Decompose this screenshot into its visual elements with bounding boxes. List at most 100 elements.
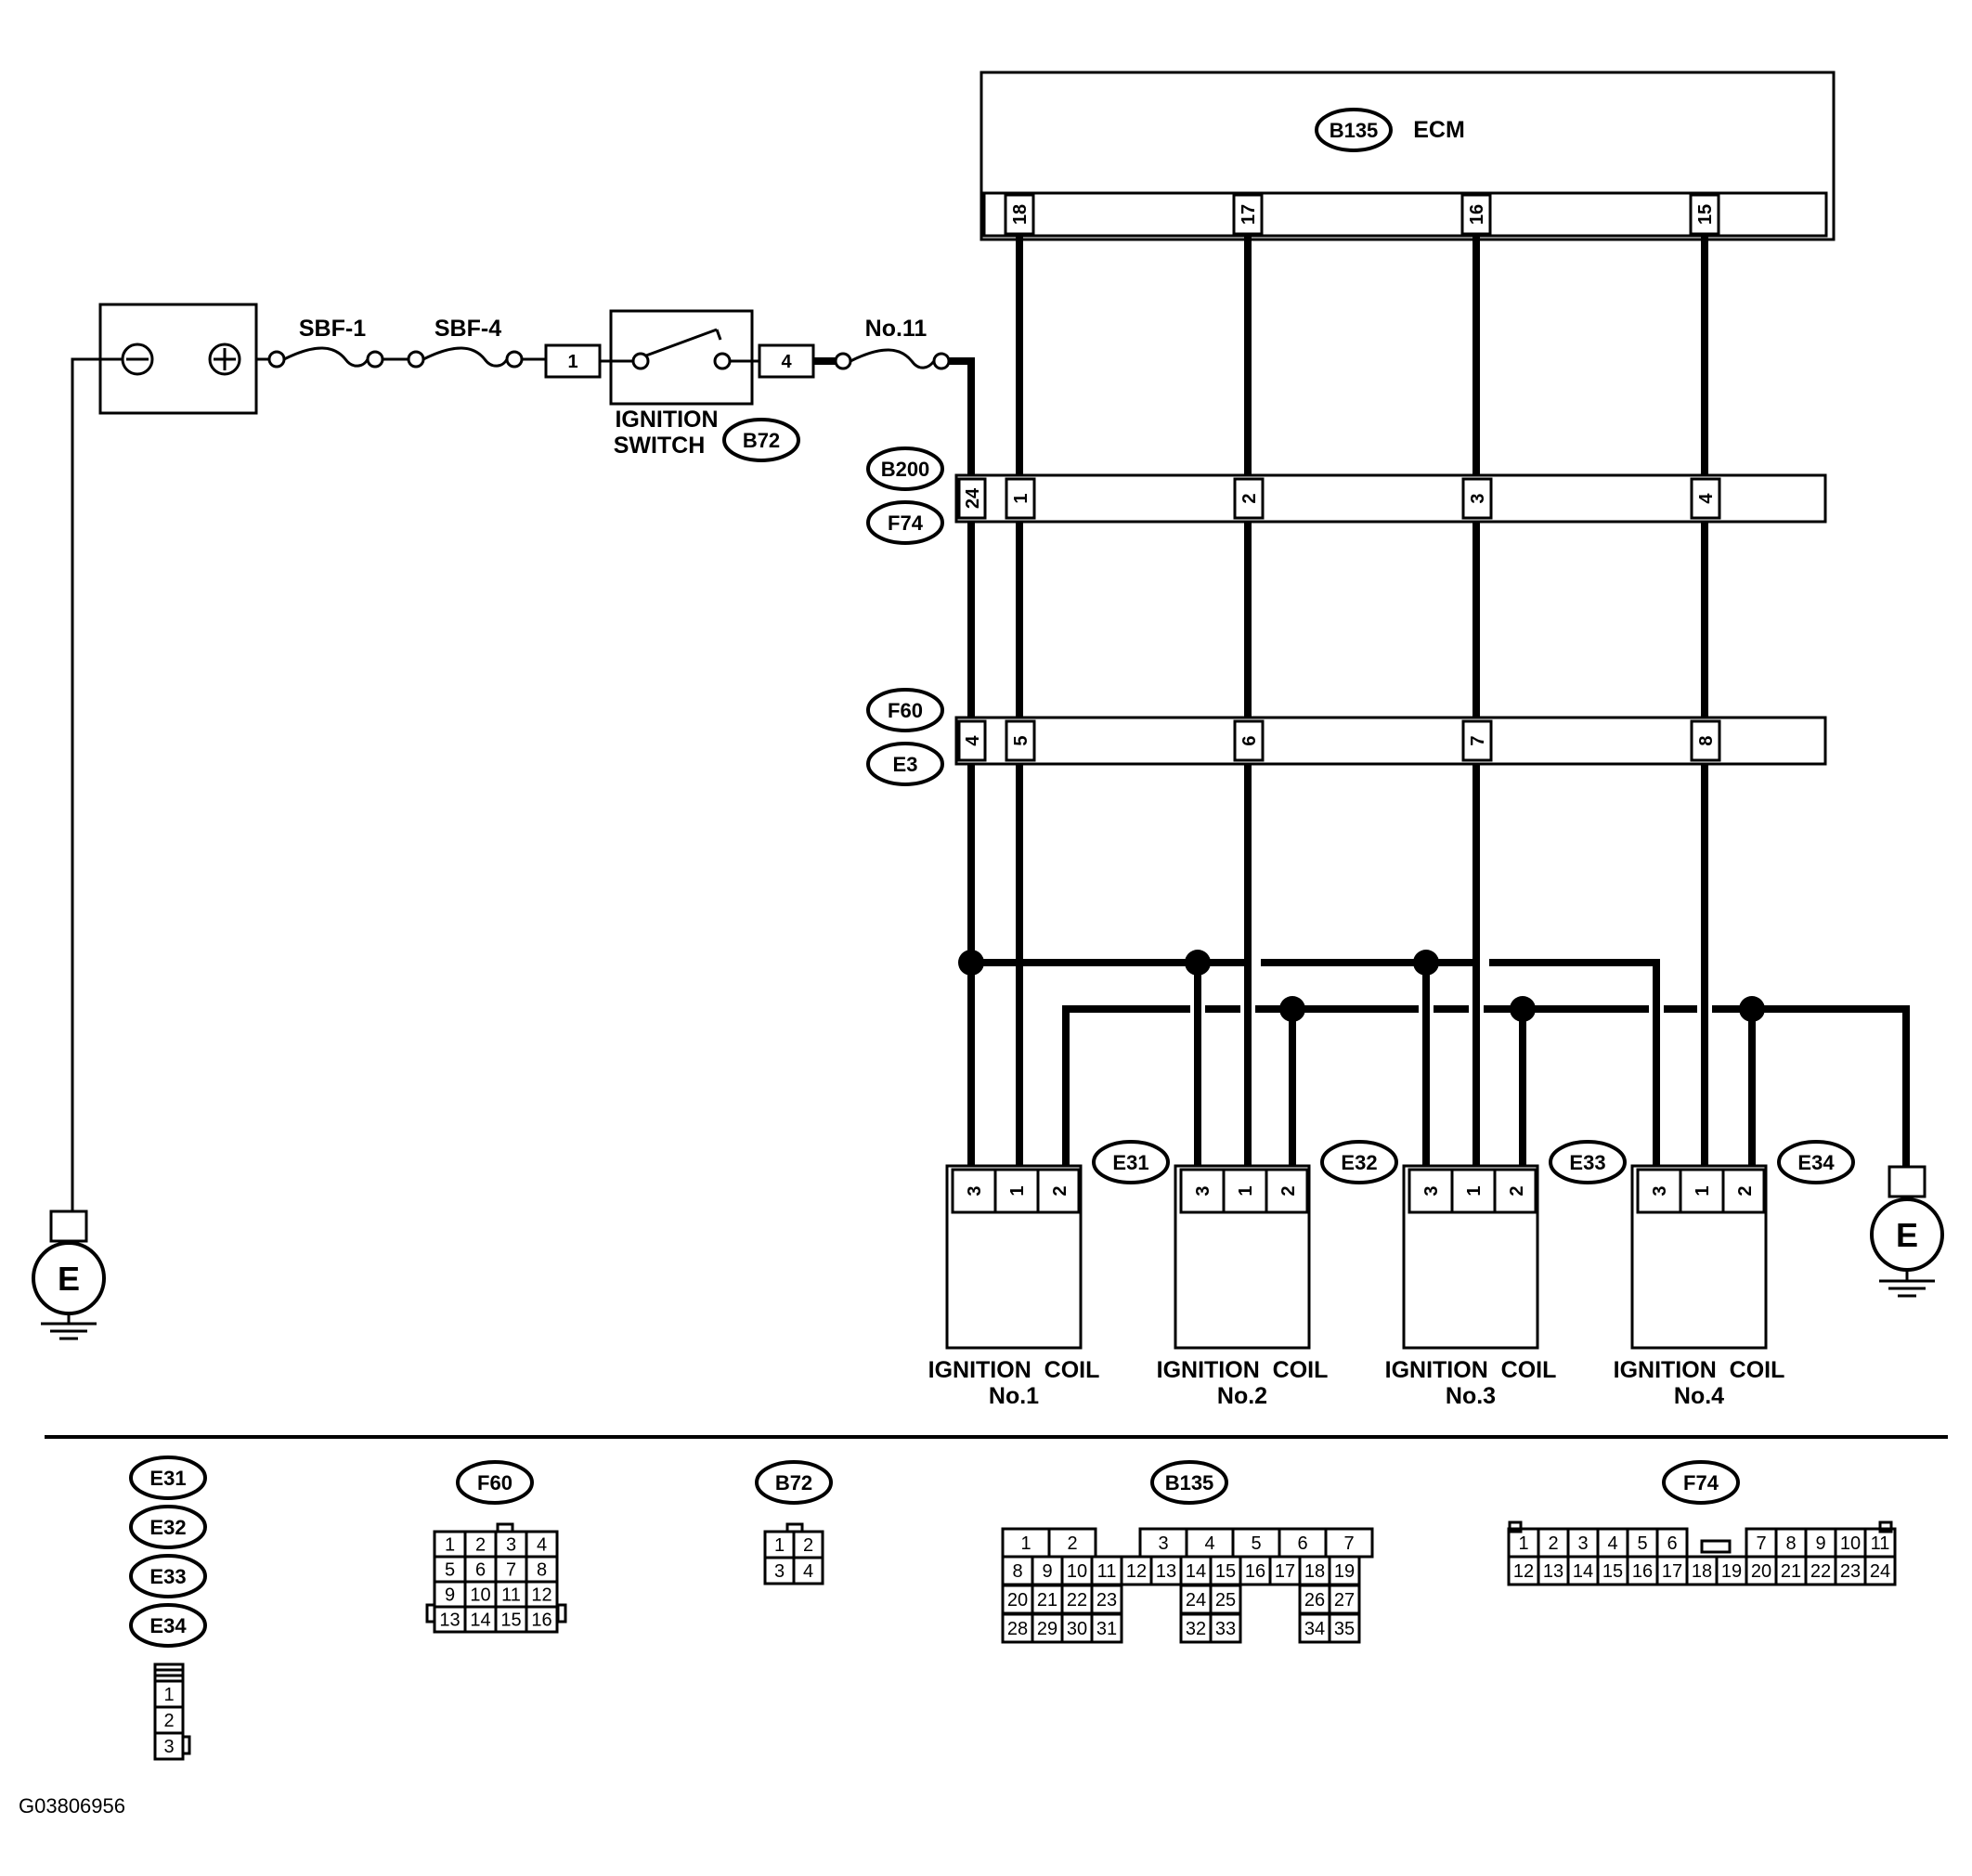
legend-e3x: E31 E32 E33 E34 1 2 3	[129, 1456, 207, 1761]
legend-b135-pin-20: 20	[1007, 1590, 1028, 1611]
legend-f60-pin-13: 13	[439, 1611, 460, 1631]
legend-b135-pin-22: 22	[1067, 1590, 1087, 1611]
ignition-switch: 1 4 IGNITION SWITCH B72	[544, 309, 815, 462]
legend-e34: E34	[149, 1614, 187, 1637]
b200-pin-4: 4	[1696, 493, 1717, 504]
e3-oval	[866, 742, 944, 786]
fuse-no11-label: No.11	[865, 316, 928, 342]
fuse-sbf1-icon	[283, 346, 370, 368]
legend-f60-pin-10: 10	[470, 1585, 490, 1606]
f60-oval	[866, 688, 944, 732]
legend-f60-pin-4: 4	[537, 1535, 547, 1556]
legend-f74-pin-9: 9	[1815, 1533, 1825, 1554]
legend-f60-cell	[525, 1605, 559, 1634]
legend-f74-pin-11: 11	[1871, 1533, 1890, 1554]
legend-b135-pin-14: 14	[1186, 1561, 1206, 1582]
ecm-pin-18: 18	[1010, 204, 1031, 225]
legend-f60-pin-9: 9	[445, 1585, 455, 1606]
coil-4-connector: E34	[1797, 1151, 1835, 1174]
f60-pin-6: 6	[1239, 735, 1260, 745]
coil-4-number: No.4	[1674, 1383, 1724, 1409]
legend-f60-pin-7: 7	[506, 1560, 516, 1581]
legend-b135-pin-3: 3	[1158, 1533, 1168, 1554]
fuse-no11-icon	[850, 348, 936, 369]
legend-e3x-pin-2: 2	[163, 1711, 174, 1731]
legend-b72-title: B72	[775, 1471, 812, 1494]
coil-4-label: IGNITION COIL	[1614, 1357, 1785, 1383]
legend-f60-pin-2: 2	[475, 1535, 486, 1556]
legend-f74-pin-16: 16	[1632, 1561, 1653, 1582]
legend-f74-pin-6: 6	[1667, 1533, 1677, 1554]
f60-pin-5: 5	[1011, 735, 1031, 745]
ecm-pin-strip	[982, 191, 1828, 238]
legend-b72-cell	[792, 1556, 824, 1585]
ecm-unit: B135 ECM	[980, 71, 1836, 241]
legend-b135-pin-13: 13	[1156, 1561, 1176, 1582]
legend-f74-pin-20: 20	[1751, 1561, 1771, 1582]
legend-b135-pin-16: 16	[1245, 1561, 1265, 1582]
legend-b135-pin-18: 18	[1304, 1561, 1325, 1582]
legend-f60-pin-15: 15	[500, 1611, 521, 1631]
legend-e3x-pin-3: 3	[163, 1737, 174, 1757]
legend-b72-pin-4: 4	[803, 1561, 813, 1582]
coil-2-label: IGNITION COIL	[1157, 1357, 1329, 1383]
legend-f74-pin-2: 2	[1548, 1533, 1558, 1554]
b135-oval	[1315, 108, 1393, 152]
legend-b135-pin-28: 28	[1007, 1619, 1028, 1639]
switch-lever	[645, 328, 718, 357]
ecm-pin-15: 15	[1695, 204, 1716, 225]
f60-e3-strip	[954, 716, 1827, 766]
legend-b135-pin-1: 1	[1020, 1533, 1031, 1554]
b200-pin-24: 24	[963, 487, 983, 509]
legend-b135-cell	[1209, 1612, 1242, 1644]
fuse-no11: No.11	[813, 316, 951, 370]
legend-e33: E33	[149, 1565, 186, 1588]
legend-f74-pin-5: 5	[1637, 1533, 1647, 1554]
legend-f74-pin-23: 23	[1840, 1561, 1861, 1582]
coil-4-pin-3: 3	[1650, 1185, 1670, 1196]
legend-f74-pin-14: 14	[1573, 1561, 1593, 1582]
ecm-pin-17: 17	[1239, 204, 1259, 225]
legend-b135-pin-23: 23	[1096, 1590, 1117, 1611]
ignition-coil-1: 3 1 2 E31 IGNITION COIL No.1	[928, 1140, 1170, 1409]
signal-wires	[1016, 236, 1708, 1174]
legend-b135-pin-31: 31	[1096, 1619, 1117, 1639]
legend-b135-pin-24: 24	[1186, 1590, 1206, 1611]
legend-e3x-pin-1: 1	[163, 1685, 174, 1705]
coil-3-connector: E33	[1569, 1151, 1605, 1174]
f60-pin-4: 4	[963, 735, 983, 746]
coil-4-pin-1: 1	[1693, 1185, 1713, 1196]
coil-1-label: IGNITION COIL	[928, 1357, 1100, 1383]
coil-1-number: No.1	[989, 1383, 1039, 1409]
figure-id: G03806956	[19, 1794, 125, 1818]
legend-b135-pin-8: 8	[1012, 1561, 1022, 1582]
coil-2-pin-2: 2	[1278, 1185, 1299, 1196]
legend-b135-pin-12: 12	[1126, 1561, 1147, 1582]
legend-b135-pin-35: 35	[1334, 1619, 1355, 1639]
legend-f74-cell	[1863, 1555, 1897, 1586]
legend-f74-pin-22: 22	[1810, 1561, 1831, 1582]
legend-b135-pin-33: 33	[1215, 1619, 1236, 1639]
b135-oval-label: B135	[1330, 119, 1379, 142]
coil-2-number: No.2	[1217, 1383, 1267, 1409]
fuse-sbf4-label: SBF-4	[435, 316, 501, 342]
coil-1-pin-2: 2	[1050, 1185, 1070, 1196]
coil-3-pin-1: 1	[1464, 1185, 1485, 1196]
legend-f74-pin-10: 10	[1840, 1533, 1861, 1554]
legend-f60-pin-12: 12	[531, 1585, 551, 1606]
legend-f74-pin-19: 19	[1721, 1561, 1742, 1582]
legend-b72-pin-2: 2	[803, 1535, 813, 1556]
b200-f74-connector: 24 1 2 3 4 B200 F74	[866, 446, 1827, 545]
switch-pin-4-box	[758, 343, 815, 379]
coil-3-number: No.3	[1446, 1383, 1496, 1409]
legend-b135-pin-4: 4	[1204, 1533, 1214, 1554]
legend-f60-pin-5: 5	[445, 1560, 455, 1581]
b72-oval	[722, 418, 800, 462]
legend-b135-pin-5: 5	[1251, 1533, 1261, 1554]
legend-f74-pin-18: 18	[1692, 1561, 1712, 1582]
legend-b135-pin-11: 11	[1097, 1561, 1117, 1582]
legend-f60-pin-11: 11	[501, 1585, 521, 1606]
